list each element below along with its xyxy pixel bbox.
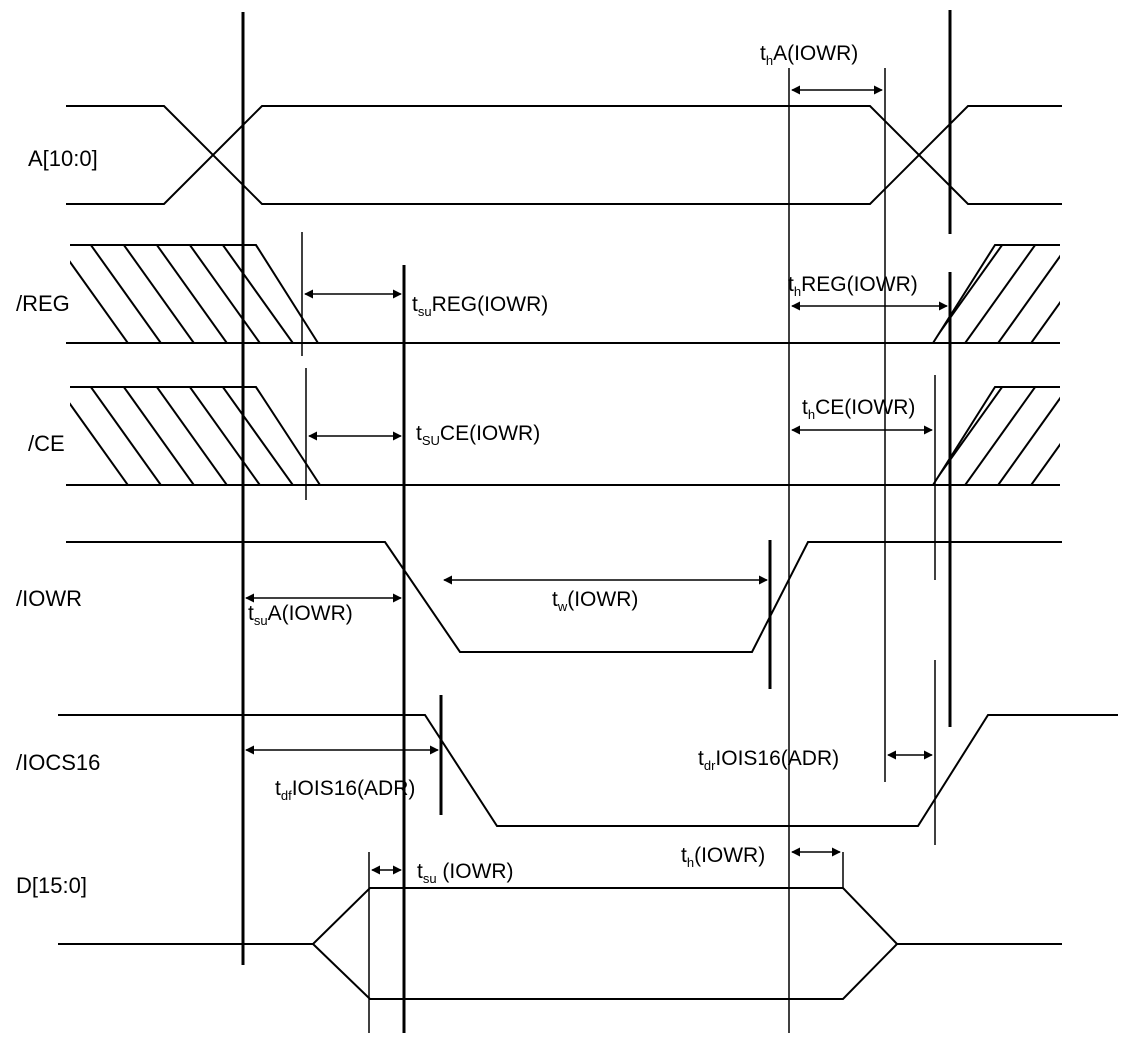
signal-label-a: A[10:0] (28, 146, 98, 171)
timing-label-tsu-d: tsu (IOWR) (417, 860, 514, 886)
timing-label-tw: tw(IOWR) (552, 588, 638, 614)
timing-label-th-ce: thCE(IOWR) (802, 396, 915, 422)
timing-label-th-reg: thREG(IOWR) (788, 273, 918, 299)
signal-label-reg: /REG (16, 291, 70, 316)
signal-label-iocs16: /IOCS16 (16, 750, 100, 775)
timing-label-th-d: th(IOWR) (681, 844, 765, 870)
signal-label-iowr: /IOWR (16, 586, 82, 611)
waveform-d (58, 887, 1062, 1000)
waveform-iocs16 (58, 714, 1118, 827)
timing-label-tsu-a: tsuA(IOWR) (248, 602, 353, 628)
reference-lines (241, 10, 952, 1033)
timing-label-tdf-iois16: tdfIOIS16(ADR) (275, 777, 415, 803)
signal-label-ce: /CE (28, 431, 65, 456)
waveform-iowr (66, 541, 1062, 653)
waveform-reg (66, 244, 1060, 344)
timing-label-th-a: thA(IOWR) (760, 42, 858, 68)
waveform-ce (66, 386, 1060, 486)
timing-label-tsu-reg: tsuREG(IOWR) (412, 293, 548, 319)
timing-label-tdr-iois16: tdrIOIS16(ADR) (698, 747, 839, 773)
signal-label-d: D[15:0] (16, 873, 87, 898)
timing-label-tsu-ce: tSUCE(IOWR) (416, 422, 540, 448)
waveform-a (66, 105, 1062, 205)
timing-arrows (245, 85, 948, 875)
